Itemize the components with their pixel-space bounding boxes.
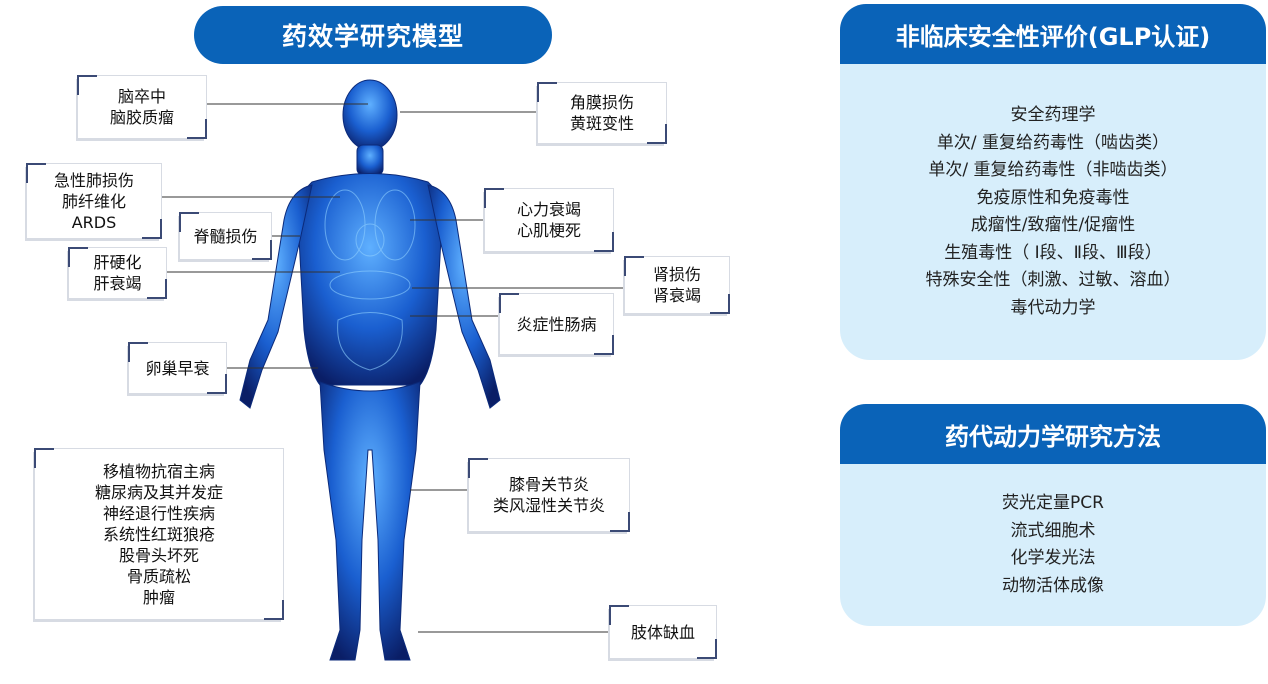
callout-line: 类风湿性关节炎 [492, 496, 605, 515]
callout-line: 肢体缺血 [630, 622, 695, 642]
callout-line: 糖尿病及其并发症 [94, 482, 223, 502]
callout-lung: 急性肺损伤 肺纤维化 ARDS [26, 163, 162, 239]
pk-item: 化学发光法 [1010, 548, 1096, 568]
callout-line: 脑胶质瘤 [109, 108, 174, 127]
safety-item: 毒代动力学 [1010, 297, 1096, 318]
callout-kidney: 肾损伤 肾衰竭 [624, 256, 730, 314]
callout-line: 脊髓损伤 [193, 226, 258, 246]
callout-line: 膝骨关节炎 [508, 475, 589, 494]
safety-item: 特殊安全性（刺激、过敏、溶血） [925, 270, 1181, 290]
callout-bowel: 炎症性肠病 [499, 293, 614, 355]
callout-brain: 脑卒中 脑胶质瘤 [77, 75, 207, 139]
safety-item: 生殖毒性（ Ⅰ段、Ⅱ段、Ⅲ段） [944, 242, 1162, 263]
callout-line: 系统性红斑狼疮 [102, 524, 215, 544]
callout-line: 肝衰竭 [93, 274, 142, 293]
pk-title: 药代动力学研究方法 [840, 404, 1266, 464]
callout-line: 炎症性肠病 [516, 314, 597, 334]
callout-line: 肺纤维化 [61, 191, 126, 211]
safety-item: 单次/ 重复给药毒性（啮齿类） [936, 132, 1170, 153]
callout-line: 肾损伤 [652, 265, 701, 284]
callout-line: 心肌梗死 [516, 221, 581, 240]
callout-line: 股骨头坏死 [118, 545, 199, 565]
callout-line: 急性肺损伤 [53, 170, 134, 190]
safety-list: 安全药理学 单次/ 重复给药毒性（啮齿类） 单次/ 重复给药毒性（非啮齿类） 免… [840, 64, 1266, 360]
callout-line: 肝硬化 [93, 253, 142, 272]
safety-title: 非临床安全性评价(GLP认证) [840, 4, 1266, 64]
callout-line: 肾衰竭 [652, 286, 701, 305]
callout-line: 肿瘤 [142, 587, 175, 607]
safety-item: 成瘤性/致瘤性/促瘤性 [970, 215, 1136, 235]
pk-item: 动物活体成像 [1002, 575, 1104, 596]
callout-eye: 角膜损伤 黄斑变性 [537, 82, 667, 144]
safety-item: 免疫原性和免疫毒性 [976, 187, 1130, 208]
pk-list: 荧光定量PCR 流式细胞术 化学发光法 动物活体成像 [840, 464, 1266, 626]
callout-line: 角膜损伤 [569, 93, 634, 112]
callout-heart: 心力衰竭 心肌梗死 [484, 188, 614, 252]
human-body-illustration [239, 79, 501, 661]
model-title: 药效学研究模型 [194, 6, 552, 64]
callout-spine: 脊髓损伤 [179, 212, 272, 260]
safety-item: 安全药理学 [1010, 105, 1096, 125]
callout-line: 骨质疏松 [126, 566, 191, 586]
callout-line: 心力衰竭 [516, 200, 581, 219]
callout-line: 黄斑变性 [569, 114, 634, 133]
safety-item: 单次/ 重复给药毒性（非啮齿类） [928, 160, 1178, 180]
callout-line: 神经退行性疾病 [102, 503, 215, 523]
callout-line: 移植物抗宿主病 [102, 461, 215, 481]
callout-line: ARDS [71, 212, 117, 232]
callout-liver: 肝硬化 肝衰竭 [68, 247, 167, 299]
pk-item: 流式细胞术 [1010, 520, 1096, 541]
callout-line: 脑卒中 [117, 87, 166, 106]
callout-ovary: 卵巢早衰 [128, 342, 227, 394]
pk-item: 荧光定量PCR [1002, 493, 1104, 513]
callout-limb: 肢体缺血 [609, 605, 717, 659]
callout-line: 卵巢早衰 [145, 358, 210, 378]
callout-knee: 膝骨关节炎 类风湿性关节炎 [468, 458, 630, 532]
callout-systemic: 移植物抗宿主病 糖尿病及其并发症 神经退行性疾病 系统性红斑狼疮 股骨头坏死 骨… [34, 448, 284, 620]
